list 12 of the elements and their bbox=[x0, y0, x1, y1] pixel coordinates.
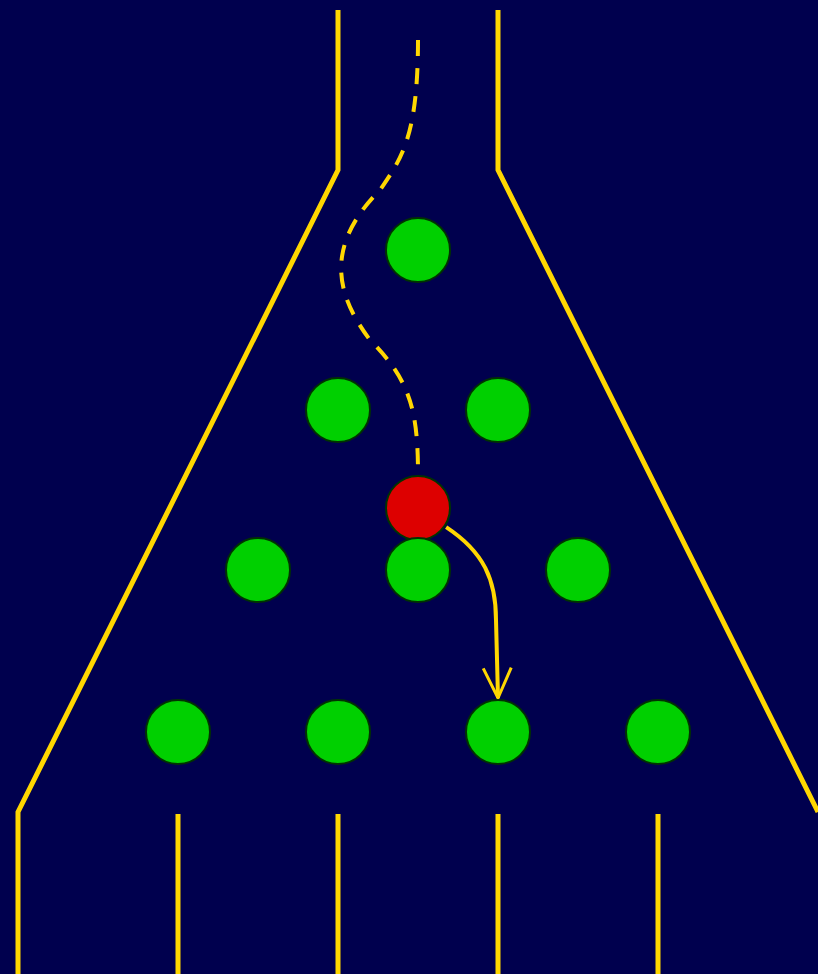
peg bbox=[625, 699, 691, 765]
peg bbox=[145, 699, 211, 765]
peg bbox=[225, 537, 291, 603]
peg bbox=[465, 699, 531, 765]
peg bbox=[385, 217, 451, 283]
peg bbox=[545, 537, 611, 603]
peg bbox=[305, 377, 371, 443]
ball bbox=[385, 475, 451, 541]
peg bbox=[385, 537, 451, 603]
peg bbox=[305, 699, 371, 765]
arrow bbox=[445, 525, 513, 700]
peg bbox=[465, 377, 531, 443]
